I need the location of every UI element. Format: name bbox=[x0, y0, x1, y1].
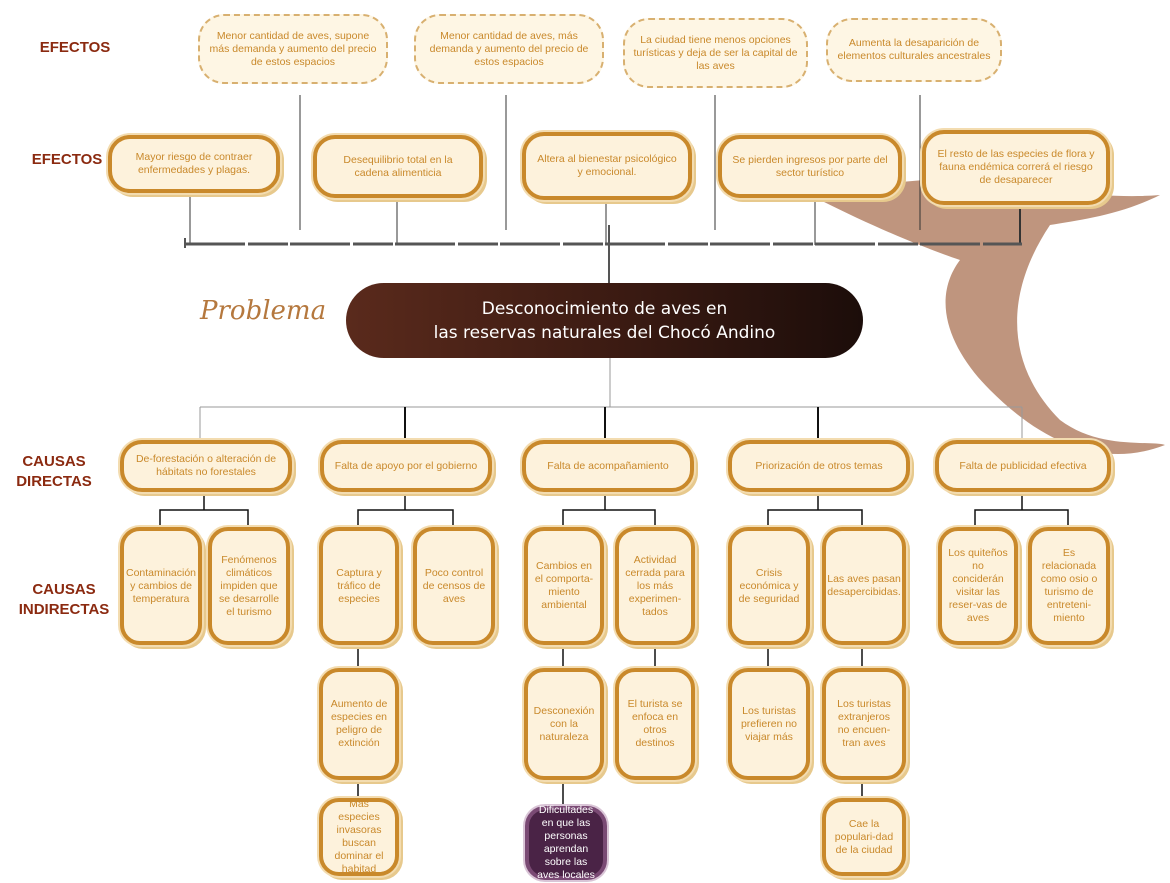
direct-cause-node: De-forestación o alteración de hábitats … bbox=[120, 440, 292, 492]
indirect-cause-node: Fenómenos climáticos impiden que se desa… bbox=[208, 527, 290, 645]
causas-indirectas-line1: CAUSAS bbox=[32, 581, 96, 598]
sub-cause-node: Desconexión con la naturaleza bbox=[524, 668, 604, 780]
problem-box: Desconocimiento de aves en las reservas … bbox=[346, 283, 863, 358]
indirect-cause-node: Crisis económica y de seguridad bbox=[728, 527, 810, 645]
indirect-cause-node: Contaminación y cambios de temperatura bbox=[120, 527, 202, 645]
direct-cause-node: Falta de apoyo por el gobierno bbox=[320, 440, 492, 492]
sub-cause-node-highlighted: Dificultades en que las personas aprenda… bbox=[525, 804, 607, 881]
sub-cause-node: Los turistas extranjeros no encuen-tran … bbox=[822, 668, 906, 780]
sub-cause-node: Cae la populari-dad de la ciudad bbox=[822, 798, 906, 876]
problem-line1: Desconocimiento de aves en bbox=[481, 298, 728, 319]
causas-indirectas-line2: INDIRECTAS bbox=[18, 601, 110, 618]
problem-line2: las reservas naturales del Chocó Andino bbox=[433, 322, 776, 343]
effect-mid-node: Desequilibrio total en la cadena aliment… bbox=[313, 135, 483, 198]
effect-mid-node: El resto de las especies de flora y faun… bbox=[922, 130, 1110, 205]
direct-cause-node: Priorización de otros temas bbox=[728, 440, 910, 492]
causas-directas-line2: DIRECTAS bbox=[16, 473, 92, 490]
sub-cause-node: El turista se enfoca en otros destinos bbox=[615, 668, 695, 780]
sub-cause-node: Aumento de especies en peligro de extinc… bbox=[319, 668, 399, 780]
causas-directas-line1: CAUSAS bbox=[22, 453, 86, 470]
effect-mid-node: Mayor riesgo de contraer enfermedades y … bbox=[108, 135, 280, 193]
effect-mid-node: Altera al bienestar psicológico y emocio… bbox=[522, 132, 692, 200]
effect-mid-node: Se pierden ingresos por parte del sector… bbox=[718, 135, 902, 198]
effect-top-node: Menor cantidad de aves, más demanda y au… bbox=[414, 14, 604, 84]
direct-cause-node: Falta de publicidad efectiva bbox=[935, 440, 1111, 492]
indirect-cause-node: Los quiteños no conciderán visitar las r… bbox=[938, 527, 1018, 645]
direct-cause-node: Falta de acompañamiento bbox=[522, 440, 694, 492]
effect-top-node: Menor cantidad de aves, supone más deman… bbox=[198, 14, 388, 84]
indirect-cause-node: Cambios en el comporta-miento ambiental bbox=[524, 527, 604, 645]
causas-directas-label: CAUSAS DIRECTAS bbox=[14, 452, 94, 492]
indirect-cause-node: Captura y tráfico de especies bbox=[319, 527, 399, 645]
sub-cause-node: Más especies invasoras buscan dominar el… bbox=[319, 798, 399, 876]
sub-cause-node: Los turistas prefieren no viajar más bbox=[728, 668, 810, 780]
effect-top-node: Aumenta la desaparición de elementos cul… bbox=[826, 18, 1002, 82]
bird-decoration bbox=[820, 180, 1165, 454]
causas-indirectas-label: CAUSAS INDIRECTAS bbox=[14, 580, 114, 620]
efectos-top-label: EFECTOS bbox=[39, 39, 111, 56]
indirect-cause-node: Poco control de censos de aves bbox=[413, 527, 495, 645]
effect-top-node: La ciudad tiene menos opciones turística… bbox=[623, 18, 808, 88]
efectos-mid-label: EFECTOS bbox=[31, 151, 103, 168]
problema-label: Problema bbox=[200, 296, 327, 326]
indirect-cause-node: Actividad cerrada para los más experimen… bbox=[615, 527, 695, 645]
indirect-cause-node: Es relacionada como osio o turismo de en… bbox=[1028, 527, 1110, 645]
indirect-cause-node: Las aves pasan desapercibidas. bbox=[822, 527, 906, 645]
